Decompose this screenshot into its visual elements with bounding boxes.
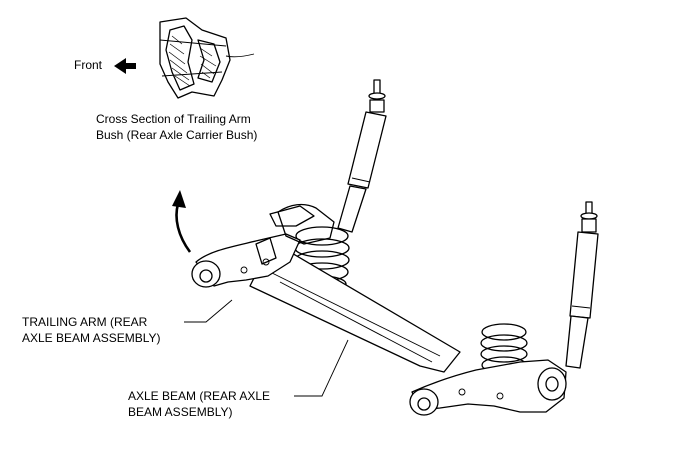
cross-section-label-line2: Bush (Rear Axle Carrier Bush) [96,128,258,142]
cross-section-label-line1: Cross Section of Trailing Arm [96,112,251,126]
trailing-arm-label-line1: TRAILING ARM (REAR [22,315,148,329]
right-shock-absorber [565,201,599,369]
right-trailing-arm [409,359,567,416]
leader-lines [184,299,349,397]
left-trailing-arm [191,203,335,288]
left-shock-absorber [337,79,387,233]
axle-beam [249,251,461,373]
curved-arrow-up-icon [172,190,192,253]
trailing-arm-label-line2: AXLE BEAM ASSEMBLY) [22,331,161,345]
arrow-left-icon [114,58,136,74]
front-label: Front [74,58,103,72]
bush-cross-section [159,17,255,99]
axle-beam-label-line1: AXLE BEAM (REAR AXLE [128,389,271,403]
axle-beam-label-line2: BEAM ASSEMBLY) [128,405,233,419]
